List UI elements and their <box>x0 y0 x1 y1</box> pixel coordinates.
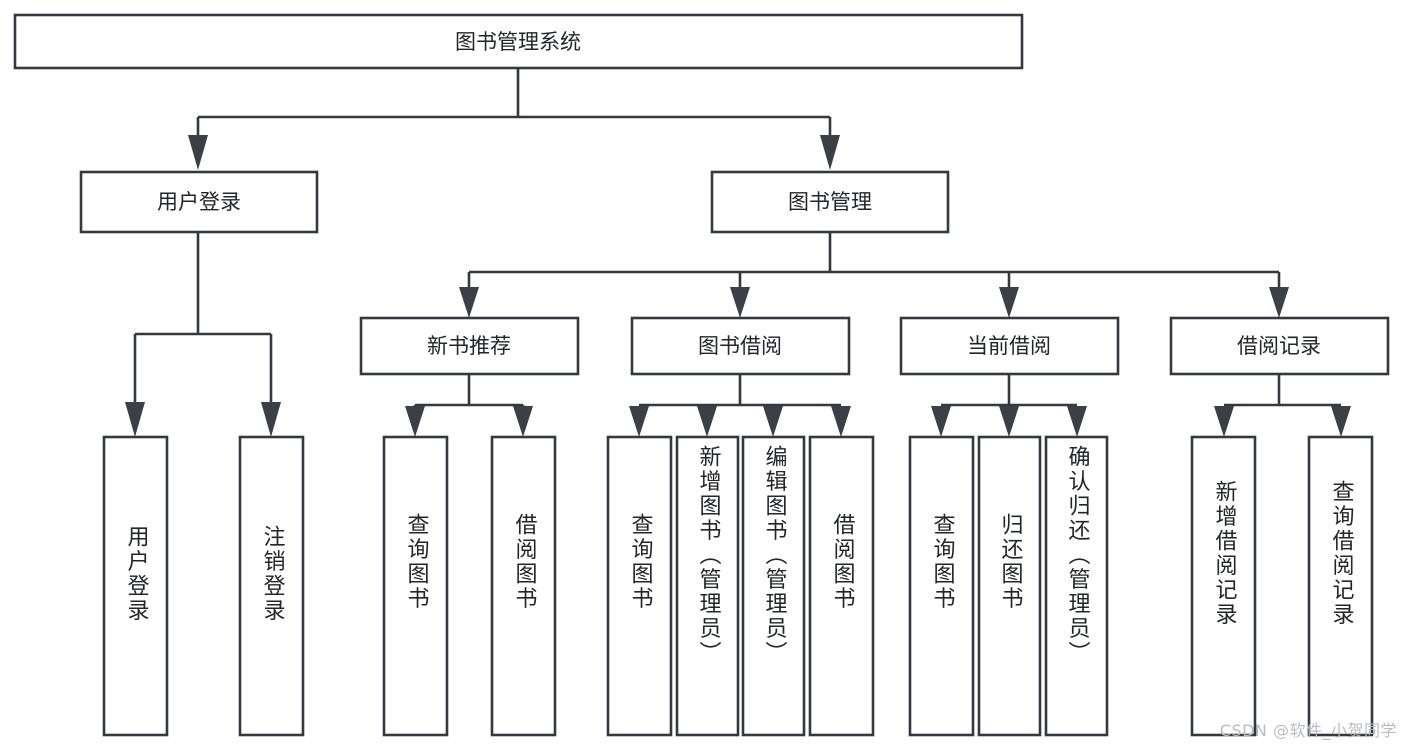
node-root-box[interactable] <box>13 13 1024 70</box>
arrow-head-br-leaf-2 <box>1331 406 1351 437</box>
arrow-head-cb-leaf-2 <box>999 406 1019 437</box>
node-new-book-rec-box[interactable] <box>359 316 580 376</box>
node-leaf-br-add-box[interactable] <box>1190 435 1257 737</box>
arrow-head-nbr-leaf-2 <box>513 406 533 437</box>
node-leaf-bb-borrow-box[interactable] <box>808 435 875 737</box>
connector-group-book-mgmt <box>459 232 1289 318</box>
connector-group-borrow-record <box>1214 374 1351 437</box>
node-current-borrow[interactable]: 当前借阅 <box>899 316 1120 376</box>
node-new-book-rec-label: 新书推荐 <box>427 334 511 358</box>
node-book-mgmt-label: 图书管理 <box>788 190 872 214</box>
arrow-head-current-borrow <box>999 287 1019 318</box>
node-leaf-logout-box[interactable] <box>238 435 305 737</box>
node-borrow-record-label: 借阅记录 <box>1237 334 1321 358</box>
node-leaf-bb-edit-box[interactable] <box>741 435 806 737</box>
node-leaf-nbr-borrow-box[interactable] <box>490 435 557 737</box>
arrow-head-bb-leaf-4 <box>831 406 851 437</box>
node-current-borrow-box[interactable] <box>899 316 1120 376</box>
node-leaf-bb-query-box[interactable] <box>606 435 673 737</box>
arrow-head-br-leaf-1 <box>1214 406 1234 437</box>
node-leaf-cb-confirm-box[interactable] <box>1044 435 1109 737</box>
node-book-mgmt-box[interactable] <box>710 170 950 234</box>
arrow-head-cb-leaf-1 <box>931 406 951 437</box>
csdn-watermark: CSDN @软件_小贺同学 <box>1219 721 1397 740</box>
arrow-head-book-borrow <box>730 287 750 318</box>
node-root[interactable]: 图书管理系统 <box>13 13 1024 70</box>
arrow-head-book-mgmt <box>820 135 840 170</box>
arrow-head-user-login <box>188 135 208 170</box>
node-leaf-user-login-box[interactable] <box>102 435 169 737</box>
node-borrow-record-box[interactable] <box>1169 316 1390 376</box>
connector-group-user-login <box>125 232 281 437</box>
arrow-head-leaf-user-login <box>125 402 145 437</box>
arrow-head-new-book-rec <box>459 287 479 318</box>
node-leaf-nbr-query-box[interactable] <box>382 435 449 737</box>
arrow-head-nbr-leaf-1 <box>405 406 425 437</box>
node-borrow-record[interactable]: 借阅记录 <box>1169 316 1390 376</box>
node-new-book-rec[interactable]: 新书推荐 <box>359 316 580 376</box>
node-leaf-bb-add-box[interactable] <box>675 435 740 737</box>
arrow-head-bb-leaf-3 <box>763 406 783 437</box>
node-root-label: 图书管理系统 <box>455 30 581 54</box>
node-book-mgmt[interactable]: 图书管理 <box>710 170 950 234</box>
connector-group-current-borrow <box>931 374 1087 437</box>
node-book-borrow-label: 图书借阅 <box>698 334 782 358</box>
node-leaf-cb-query-box[interactable] <box>908 435 975 737</box>
node-book-borrow[interactable]: 图书借阅 <box>630 316 851 376</box>
arrow-head-borrow-record <box>1269 287 1289 318</box>
node-leaf-cb-return-box[interactable] <box>977 435 1042 737</box>
node-current-borrow-label: 当前借阅 <box>967 334 1051 358</box>
node-leaf-br-query-box[interactable] <box>1307 435 1374 737</box>
node-user-login-label: 用户登录 <box>157 190 241 214</box>
node-user-login[interactable]: 用户登录 <box>79 170 319 234</box>
arrow-head-bb-leaf-2 <box>697 406 717 437</box>
node-book-borrow-box[interactable] <box>630 316 851 376</box>
connector-group-root <box>188 68 840 170</box>
arrow-head-cb-leaf-3 <box>1067 406 1087 437</box>
connector-group-new-book-rec <box>405 374 533 437</box>
arrow-head-bb-leaf-1 <box>629 406 649 437</box>
connector-group-book-borrow <box>629 374 851 437</box>
arrow-head-leaf-logout <box>261 402 281 437</box>
node-user-login-box[interactable] <box>79 170 319 234</box>
